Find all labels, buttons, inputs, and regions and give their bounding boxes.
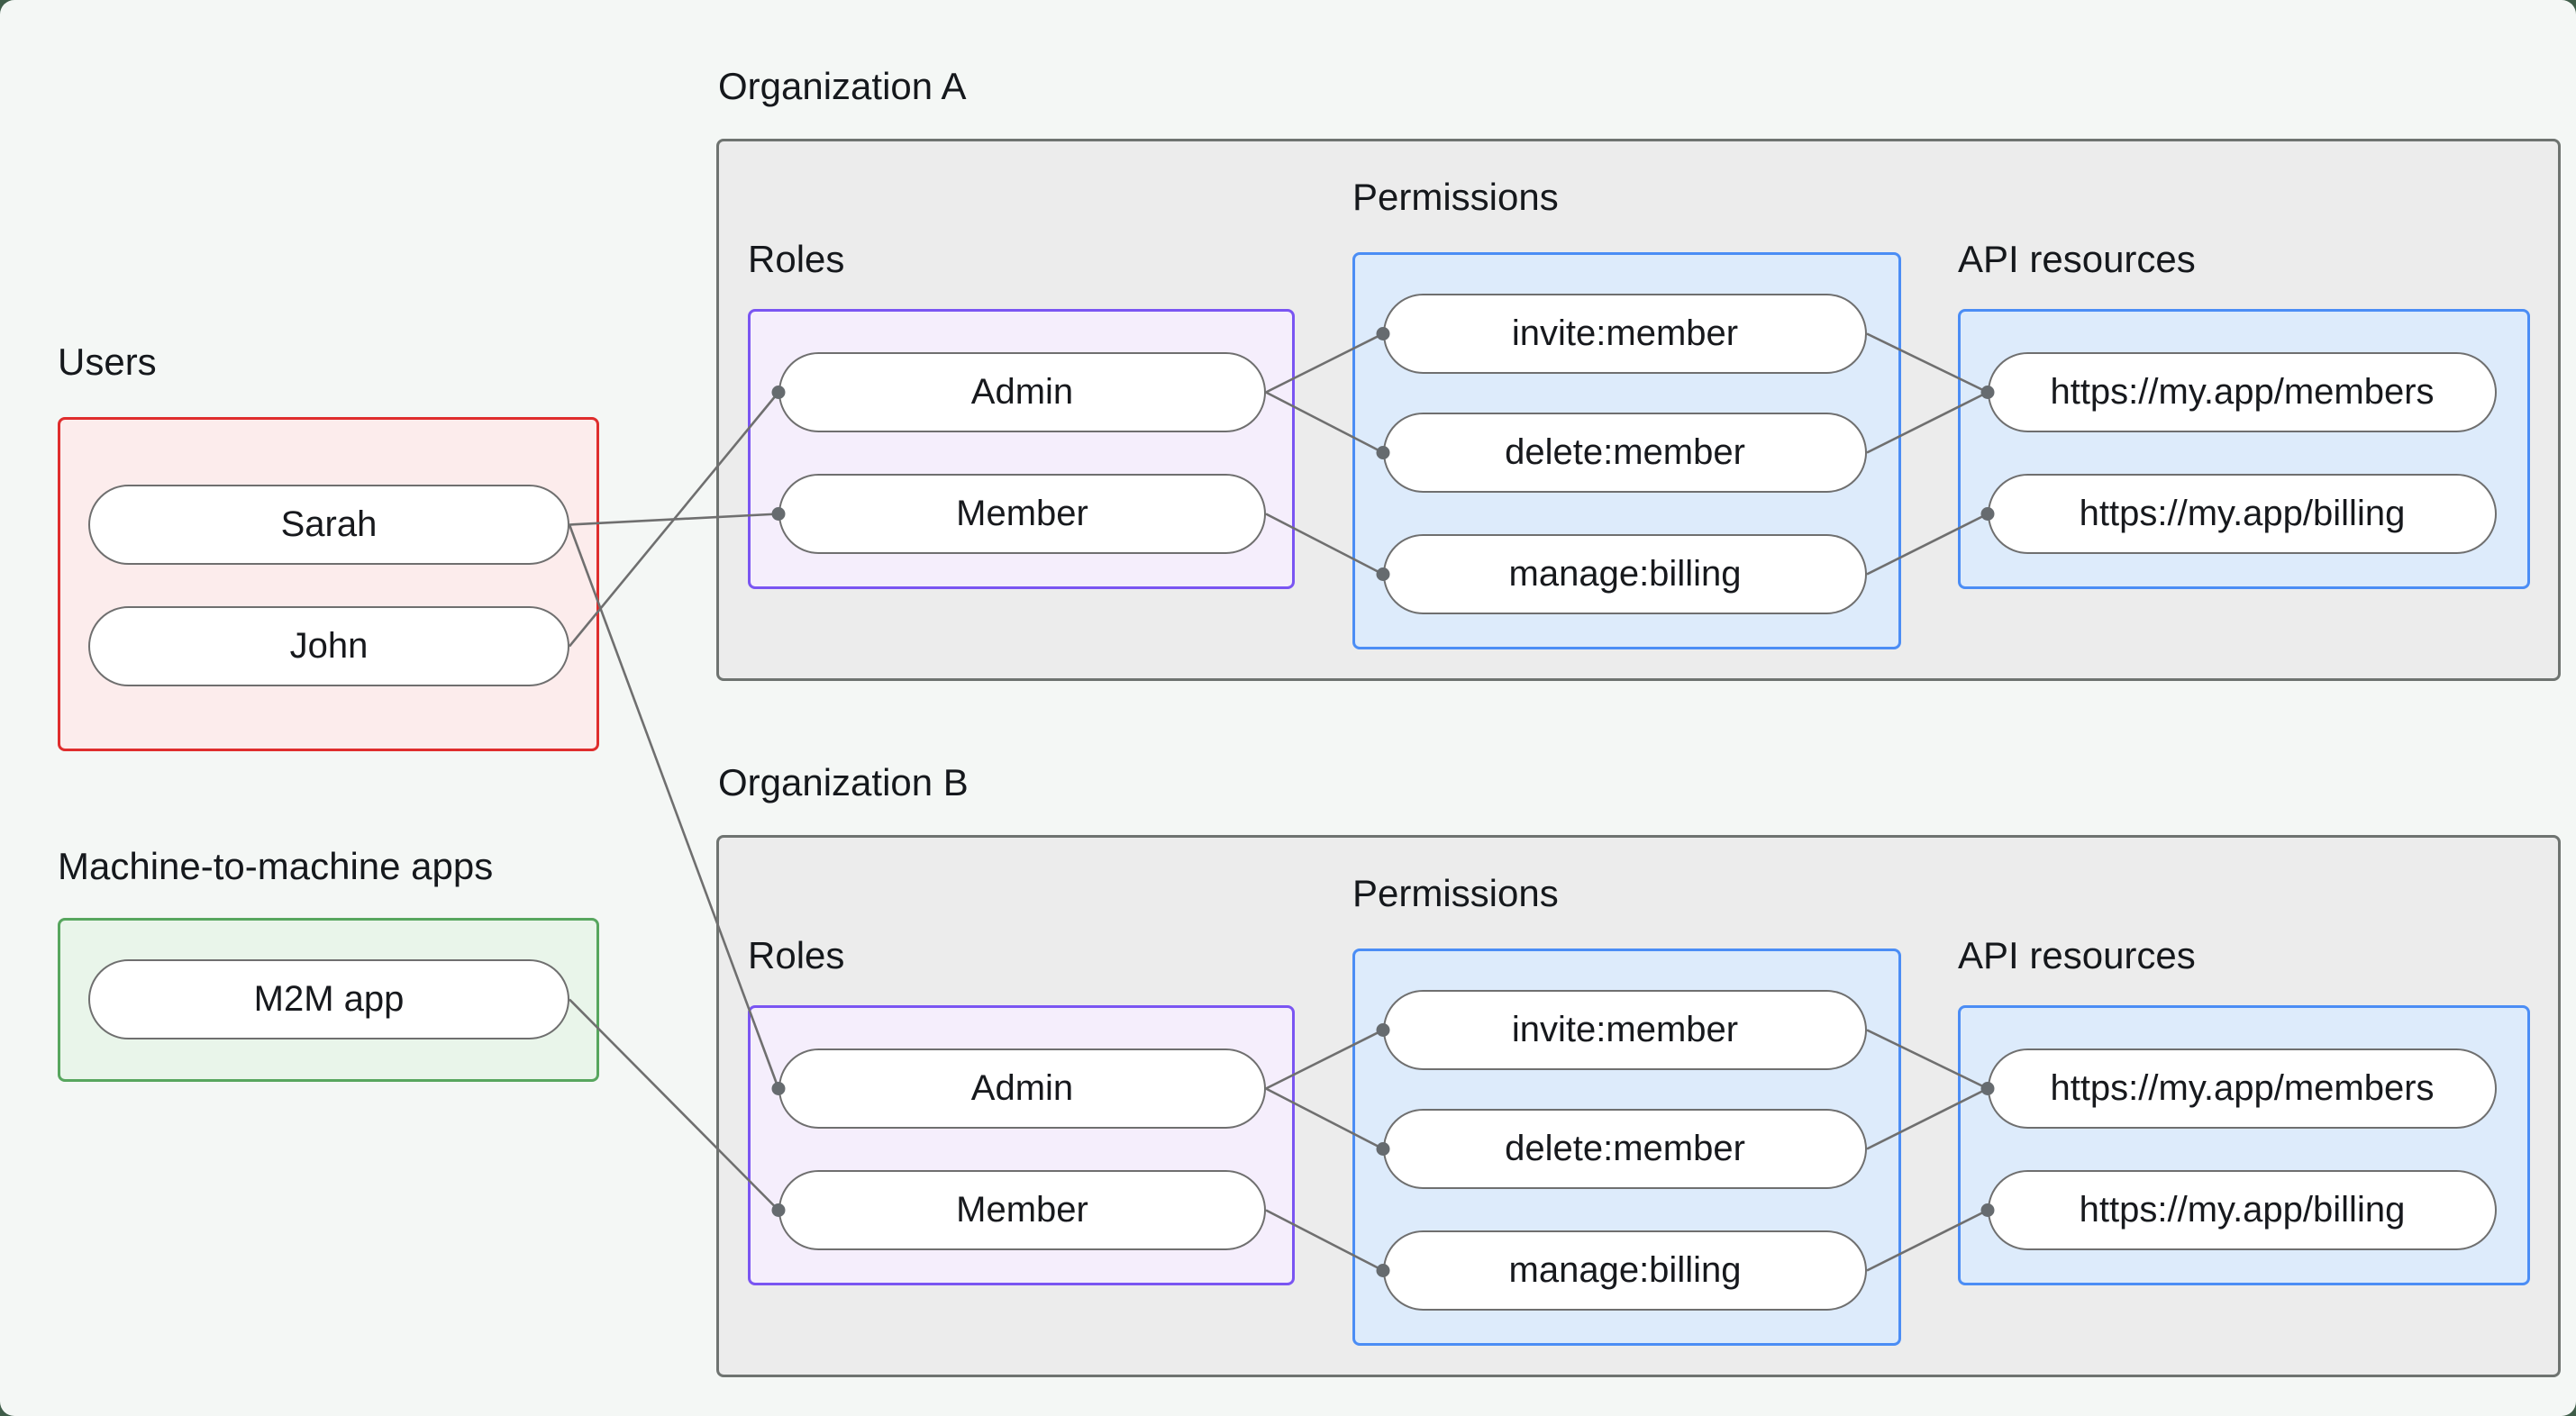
m2m-group-label: Machine-to-machine apps <box>58 845 494 887</box>
users-group-box <box>58 417 599 751</box>
org-b-permissions-label: Permissions <box>1352 872 1559 914</box>
org-a-resource-node-members-url: https://my.app/members <box>1988 352 2497 432</box>
user-node-sarah: Sarah <box>88 485 569 565</box>
org-a-title: Organization A <box>718 65 967 107</box>
org-b-role-node-member: Member <box>778 1170 1266 1250</box>
org-a-roles-label: Roles <box>748 238 845 280</box>
org-a-role-node-admin: Admin <box>778 352 1266 432</box>
org-b-roles-label: Roles <box>748 934 845 976</box>
org-b-permission-node-manage-billing: manage:billing <box>1383 1230 1867 1311</box>
org-b-title: Organization B <box>718 761 969 803</box>
org-b-permission-node-invite-member: invite:member <box>1383 990 1867 1070</box>
org-a-permissions-label: Permissions <box>1352 176 1559 218</box>
org-b-section: Organization B Roles Admin Member Permis… <box>716 761 2561 1377</box>
user-node-john: John <box>88 606 569 686</box>
org-b-role-node-admin: Admin <box>778 1048 1266 1129</box>
m2m-node-app: M2M app <box>88 959 569 1039</box>
org-a-permission-node-delete-member: delete:member <box>1383 413 1867 493</box>
org-b-permission-node-delete-member: delete:member <box>1383 1109 1867 1189</box>
org-a-permission-node-invite-member: invite:member <box>1383 294 1867 374</box>
org-a-resource-node-billing-url: https://my.app/billing <box>1988 474 2497 554</box>
org-a-permission-node-manage-billing: manage:billing <box>1383 534 1867 614</box>
users-group-label: Users <box>58 340 157 383</box>
org-a-section: Organization A Roles Admin Member Permis… <box>716 65 2561 681</box>
org-b-resources-label: API resources <box>1958 934 2196 976</box>
org-b-resource-node-members-url: https://my.app/members <box>1988 1048 2497 1129</box>
org-b-resource-node-billing-url: https://my.app/billing <box>1988 1170 2497 1250</box>
org-a-resources-label: API resources <box>1958 238 2196 280</box>
org-a-role-node-member: Member <box>778 474 1266 554</box>
